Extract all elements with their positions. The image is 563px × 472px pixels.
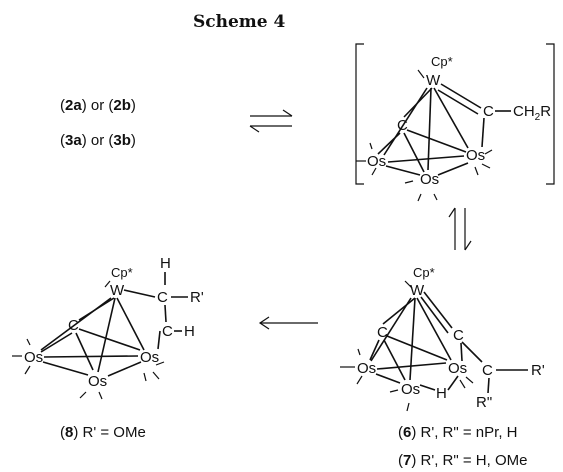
- svg-text:(2a) or (2b): (2a) or (2b): [60, 97, 136, 114]
- equilibrium-arrow-horizontal: [249, 109, 293, 133]
- svg-text:Os: Os: [367, 153, 386, 170]
- compound-8-label: (8) R' = OMe: [60, 424, 146, 441]
- svg-text:Os: Os: [448, 360, 467, 377]
- svg-text:Os: Os: [88, 373, 107, 390]
- cluster-6-7: Cp* W C Os Os Os C C R' R" H: [340, 265, 545, 412]
- svg-text:Cp*: Cp*: [413, 265, 435, 280]
- svg-text:C: C: [377, 324, 388, 341]
- svg-text:Os: Os: [24, 349, 43, 366]
- svg-text:H: H: [160, 255, 171, 272]
- intermediate-bracket: [355, 43, 555, 185]
- intermediate-cluster: Cp* W C Os Os Os C CH2R: [356, 54, 551, 202]
- svg-text:C: C: [157, 289, 168, 306]
- svg-text:Os: Os: [466, 147, 485, 164]
- svg-text:(7) R', R" = H, OMe: (7) R', R" = H, OMe: [398, 452, 527, 469]
- compound-7-label: (7) R', R" = H, OMe: [398, 452, 527, 469]
- svg-text:C: C: [482, 362, 493, 379]
- svg-text:R': R': [190, 289, 204, 306]
- svg-text:C: C: [483, 103, 494, 120]
- svg-text:Os: Os: [420, 171, 439, 188]
- cluster-8: Cp* W C Os Os Os H C R' C H: [12, 255, 204, 400]
- svg-text:R": R": [476, 394, 492, 411]
- svg-text:(8) R' = OMe: (8) R' = OMe: [60, 424, 146, 441]
- reactant-label-line2: (3a) or (3b): [60, 132, 136, 149]
- svg-text:W: W: [410, 282, 425, 299]
- svg-text:Cp*: Cp*: [111, 265, 133, 280]
- svg-text:(3a) or (3b): (3a) or (3b): [60, 132, 136, 149]
- reaction-arrow-left: [258, 316, 318, 330]
- equilibrium-arrow-vertical: [448, 207, 472, 251]
- svg-text:Os: Os: [357, 360, 376, 377]
- compound-6-label: (6) R', R" = nPr, H: [398, 424, 517, 441]
- svg-text:H: H: [436, 385, 447, 402]
- scheme-title: Scheme 4: [193, 12, 286, 32]
- svg-text:C: C: [453, 327, 464, 344]
- svg-text:W: W: [426, 72, 441, 89]
- svg-text:Cp*: Cp*: [431, 54, 453, 69]
- reactant-label-line1: (2a) or (2b): [60, 97, 136, 114]
- svg-text:W: W: [110, 282, 125, 299]
- svg-text:Os: Os: [140, 349, 159, 366]
- svg-text:CH2R: CH2R: [513, 103, 551, 123]
- svg-text:Os: Os: [401, 381, 420, 398]
- svg-text:H: H: [184, 323, 195, 340]
- svg-text:C: C: [162, 323, 173, 340]
- svg-text:(6) R', R" = nPr, H: (6) R', R" = nPr, H: [398, 424, 517, 441]
- svg-text:R': R': [531, 362, 545, 379]
